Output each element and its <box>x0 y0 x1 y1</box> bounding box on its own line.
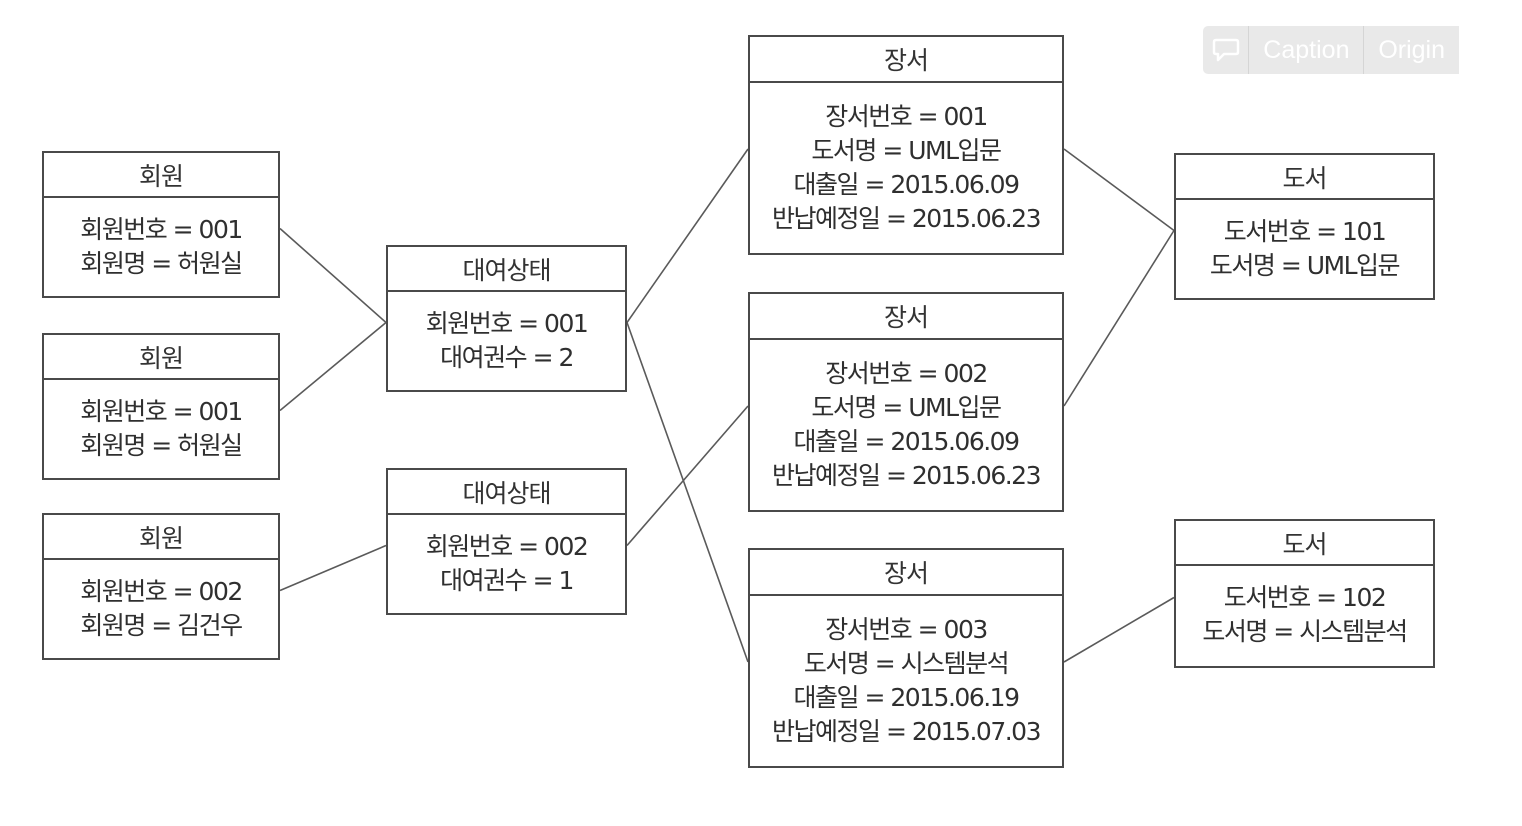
attribute-book-title: 도서명 = UML입문 <box>811 393 1002 422</box>
object-attributes: 회원번호 = 001 대여권수 = 2 <box>388 292 625 390</box>
object-title: 대여상태 <box>388 247 625 292</box>
attribute-rental-count: 대여권수 = 1 <box>440 566 574 595</box>
link-line <box>279 544 387 592</box>
attribute-due-date: 반납예정일 = 2015.07.03 <box>772 717 1041 746</box>
attribute-copy-number: 장서번호 = 001 <box>825 102 988 131</box>
image-overlay-toolbar: Caption Origin <box>1203 26 1459 74</box>
object-attributes: 장서번호 = 001 도서명 = UML입문 대출일 = 2015.06.09 … <box>750 83 1062 253</box>
object-title: 장서 <box>750 37 1062 83</box>
object-attributes: 회원번호 = 001 회원명 = 허원실 <box>44 380 278 478</box>
object-title: 장서 <box>750 294 1062 340</box>
attribute-due-date: 반납예정일 = 2015.06.23 <box>772 461 1041 490</box>
object-attributes: 장서번호 = 003 도서명 = 시스템분석 대출일 = 2015.06.19 … <box>750 596 1062 766</box>
attribute-copy-number: 장서번호 = 002 <box>825 359 988 388</box>
link-line <box>1063 596 1175 663</box>
object-attributes: 장서번호 = 002 도서명 = UML입문 대출일 = 2015.06.09 … <box>750 340 1062 510</box>
link-line <box>626 148 749 323</box>
attribute-book-title: 도서명 = 시스템분석 <box>1202 617 1408 646</box>
rental-status-object: 대여상태 회원번호 = 002 대여권수 = 1 <box>386 468 627 615</box>
rental-status-object: 대여상태 회원번호 = 001 대여권수 = 2 <box>386 245 627 392</box>
object-attributes: 회원번호 = 001 회원명 = 허원실 <box>44 198 278 296</box>
speech-bubble-icon <box>1212 38 1239 62</box>
link-line <box>1063 148 1175 232</box>
book-object: 도서 도서번호 = 101 도서명 = UML입문 <box>1174 153 1435 300</box>
attribute-member-name: 회원명 = 김건우 <box>80 611 243 640</box>
attribute-member-number: 회원번호 = 002 <box>425 532 589 561</box>
object-attributes: 회원번호 = 002 회원명 = 김건우 <box>44 560 278 658</box>
attribute-loan-date: 대출일 = 2015.06.19 <box>793 683 1020 712</box>
link-line <box>279 227 387 324</box>
attribute-member-name: 회원명 = 허원실 <box>80 431 243 460</box>
attribute-loan-date: 대출일 = 2015.06.09 <box>793 427 1020 456</box>
book-copy-object: 장서 장서번호 = 001 도서명 = UML입문 대출일 = 2015.06.… <box>748 35 1064 255</box>
object-attributes: 회원번호 = 002 대여권수 = 1 <box>388 515 625 613</box>
link-line <box>1063 230 1175 407</box>
object-title: 회원 <box>44 153 278 198</box>
attribute-member-number: 회원번호 = 001 <box>425 309 589 338</box>
attribute-book-title: 도서명 = UML입문 <box>811 136 1002 165</box>
link-line <box>626 322 749 663</box>
object-attributes: 도서번호 = 101 도서명 = UML입문 <box>1176 200 1433 298</box>
object-title: 대여상태 <box>388 470 625 515</box>
object-title: 회원 <box>44 515 278 560</box>
attribute-member-number: 회원번호 = 001 <box>80 397 243 426</box>
book-object: 도서 도서번호 = 102 도서명 = 시스템분석 <box>1174 519 1435 668</box>
attribute-book-title: 도서명 = 시스템분석 <box>803 649 1010 678</box>
attribute-member-number: 회원번호 = 001 <box>80 215 243 244</box>
attribute-rental-count: 대여권수 = 2 <box>440 343 574 372</box>
member-object: 회원 회원번호 = 001 회원명 = 허원실 <box>42 333 280 480</box>
member-object: 회원 회원번호 = 001 회원명 = 허원실 <box>42 151 280 298</box>
member-object: 회원 회원번호 = 002 회원명 = 김건우 <box>42 513 280 660</box>
original-button[interactable]: Origin <box>1378 35 1445 64</box>
book-copy-object: 장서 장서번호 = 002 도서명 = UML입문 대출일 = 2015.06.… <box>748 292 1064 512</box>
attribute-member-number: 회원번호 = 002 <box>80 577 243 606</box>
object-title: 장서 <box>750 550 1062 596</box>
attribute-due-date: 반납예정일 = 2015.06.23 <box>772 204 1041 233</box>
object-title: 도서 <box>1176 155 1433 200</box>
link-line <box>279 321 387 412</box>
attribute-book-title: 도서명 = UML입문 <box>1209 251 1401 280</box>
object-title: 회원 <box>44 335 278 380</box>
toolbar-divider <box>1363 26 1365 74</box>
object-attributes: 도서번호 = 102 도서명 = 시스템분석 <box>1176 566 1433 664</box>
object-title: 도서 <box>1176 521 1433 566</box>
attribute-book-number: 도서번호 = 101 <box>1223 217 1387 246</box>
book-copy-object: 장서 장서번호 = 003 도서명 = 시스템분석 대출일 = 2015.06.… <box>748 548 1064 768</box>
link-line <box>626 405 749 547</box>
attribute-member-name: 회원명 = 허원실 <box>80 249 243 278</box>
attribute-book-number: 도서번호 = 102 <box>1223 583 1387 612</box>
attribute-loan-date: 대출일 = 2015.06.09 <box>793 170 1020 199</box>
comment-button[interactable] <box>1203 26 1250 74</box>
caption-button[interactable]: Caption <box>1263 35 1350 64</box>
attribute-copy-number: 장서번호 = 003 <box>825 615 988 644</box>
